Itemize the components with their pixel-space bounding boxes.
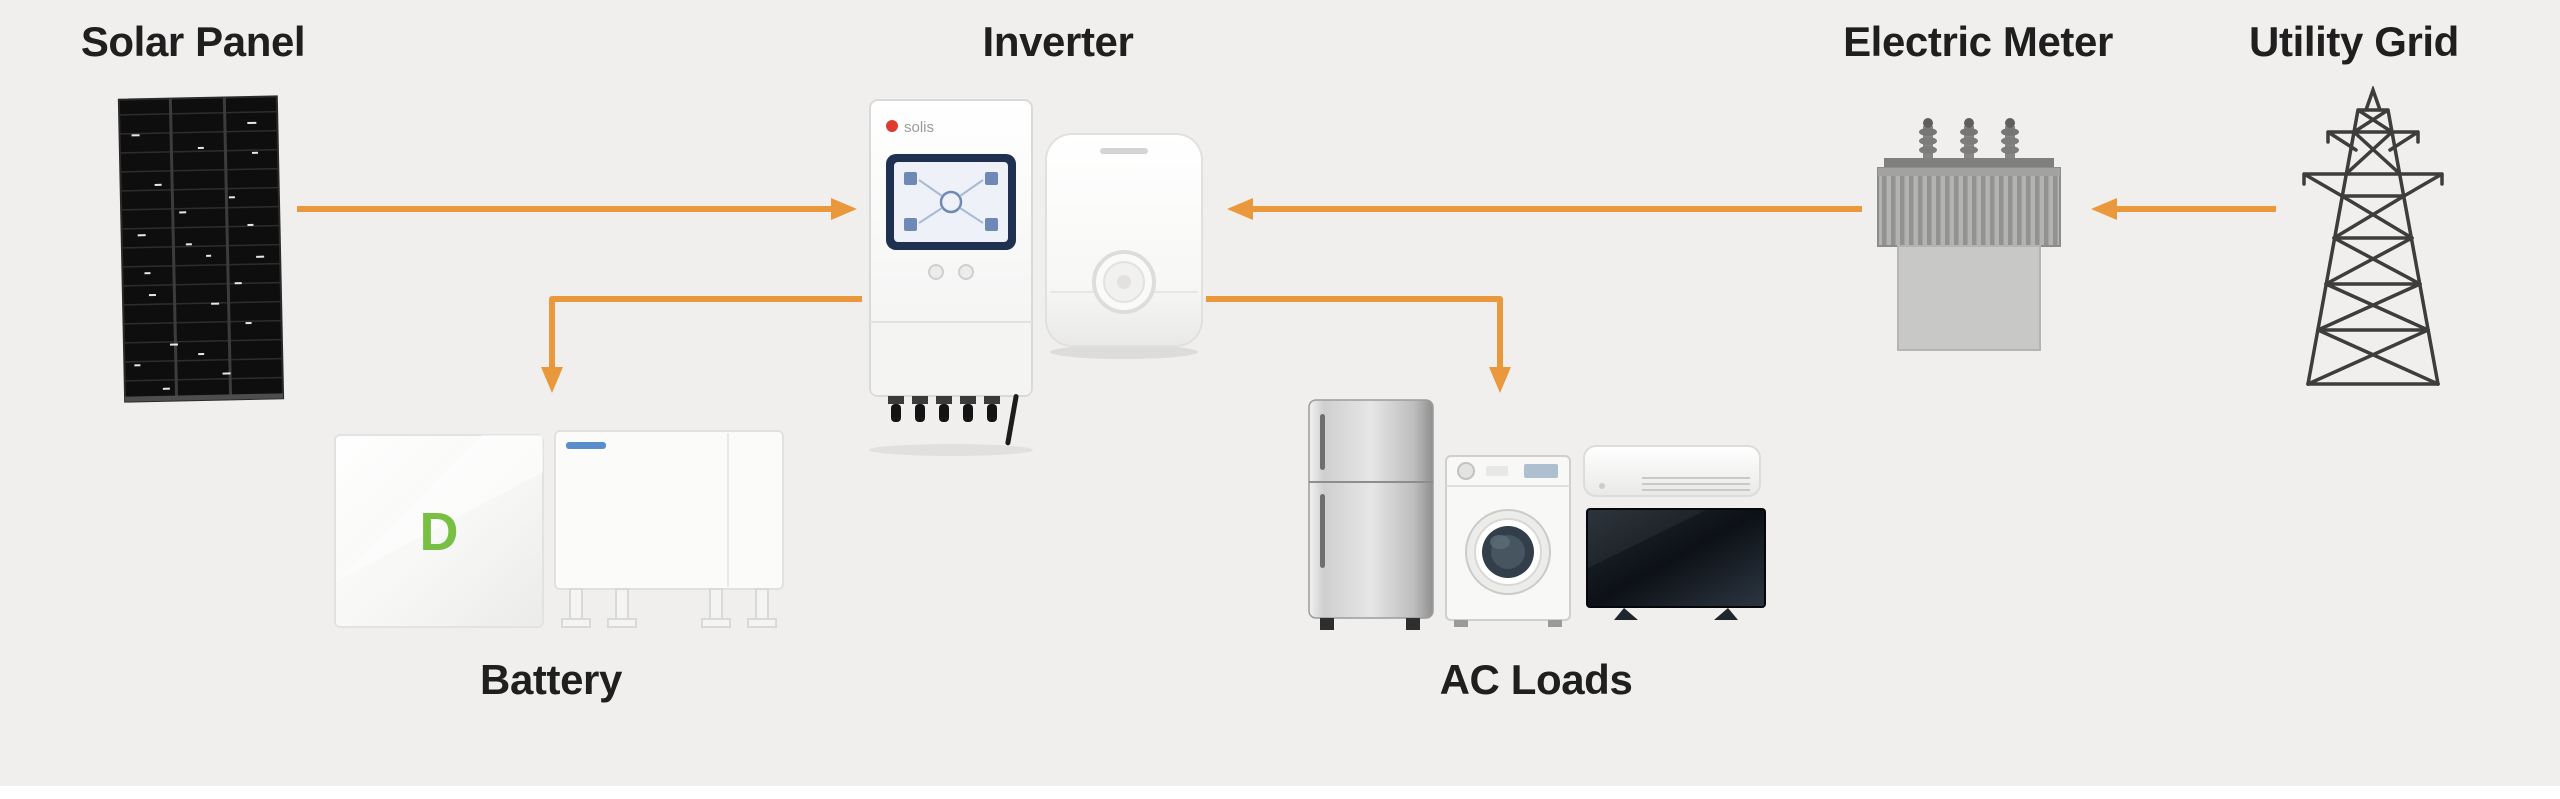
battery-b-legs [561, 588, 777, 628]
inverter-a-icon: solis [869, 99, 1033, 456]
refrigerator-illustration [1304, 398, 1438, 637]
television-illustration [1586, 508, 1766, 633]
television-icon [1586, 508, 1766, 620]
air-conditioner-illustration [1582, 442, 1762, 507]
transformer-tank [1897, 245, 2041, 351]
label-inverter: Inverter [982, 18, 1134, 65]
battery-b-illustration [552, 428, 786, 639]
electric-meter-icon [1877, 118, 2061, 351]
refrigerator-icon [1308, 399, 1434, 630]
solis-logo-text: solis [904, 119, 934, 136]
inverter-screen-flow-graphic [904, 172, 998, 231]
battery-a-icon: D [334, 434, 544, 628]
battery-a-illustration: D [332, 432, 546, 637]
inverter-button [928, 264, 944, 280]
inverter-cable-glands [888, 394, 1019, 446]
edge-inverter-to-acloads-arrow [1206, 296, 1511, 393]
label-solar-panel: Solar Panel [80, 18, 306, 65]
label-utility-grid: Utility Grid [2249, 18, 2459, 65]
transmission-tower-icon [2302, 84, 2444, 386]
air-conditioner-icon [1583, 445, 1761, 497]
transformer-radiator [1877, 167, 2061, 247]
label-battery: Battery [480, 656, 622, 703]
label-electric-meter: Electric Meter [1843, 18, 2113, 65]
transformer-bushings [1919, 118, 2019, 160]
inverter-antenna [1005, 394, 1019, 446]
edge-inverter-to-battery-arrow [541, 296, 862, 393]
utility-grid-illustration [2278, 84, 2468, 397]
washing-machine-illustration [1444, 452, 1572, 635]
inverter-a-illustration: solis [862, 96, 1040, 465]
battery-b-brand-logo [566, 442, 606, 449]
battery-b-icon [554, 430, 784, 628]
battery-brand-letter: D [420, 502, 459, 562]
inverter-b-illustration [1042, 132, 1206, 367]
inverter-b-icon [1045, 133, 1203, 359]
bottom-edge-strip [0, 786, 2560, 799]
inverter-button [958, 264, 974, 280]
inverter-b-logo [1100, 148, 1148, 154]
solar-panel-illustration [108, 95, 294, 410]
label-ac-loads: AC Loads [1439, 656, 1633, 703]
washing-machine-icon [1445, 455, 1571, 627]
solar-panel-icon [117, 95, 285, 403]
solis-logo-dot-icon [886, 120, 898, 132]
electric-meter-illustration [1864, 116, 2074, 363]
